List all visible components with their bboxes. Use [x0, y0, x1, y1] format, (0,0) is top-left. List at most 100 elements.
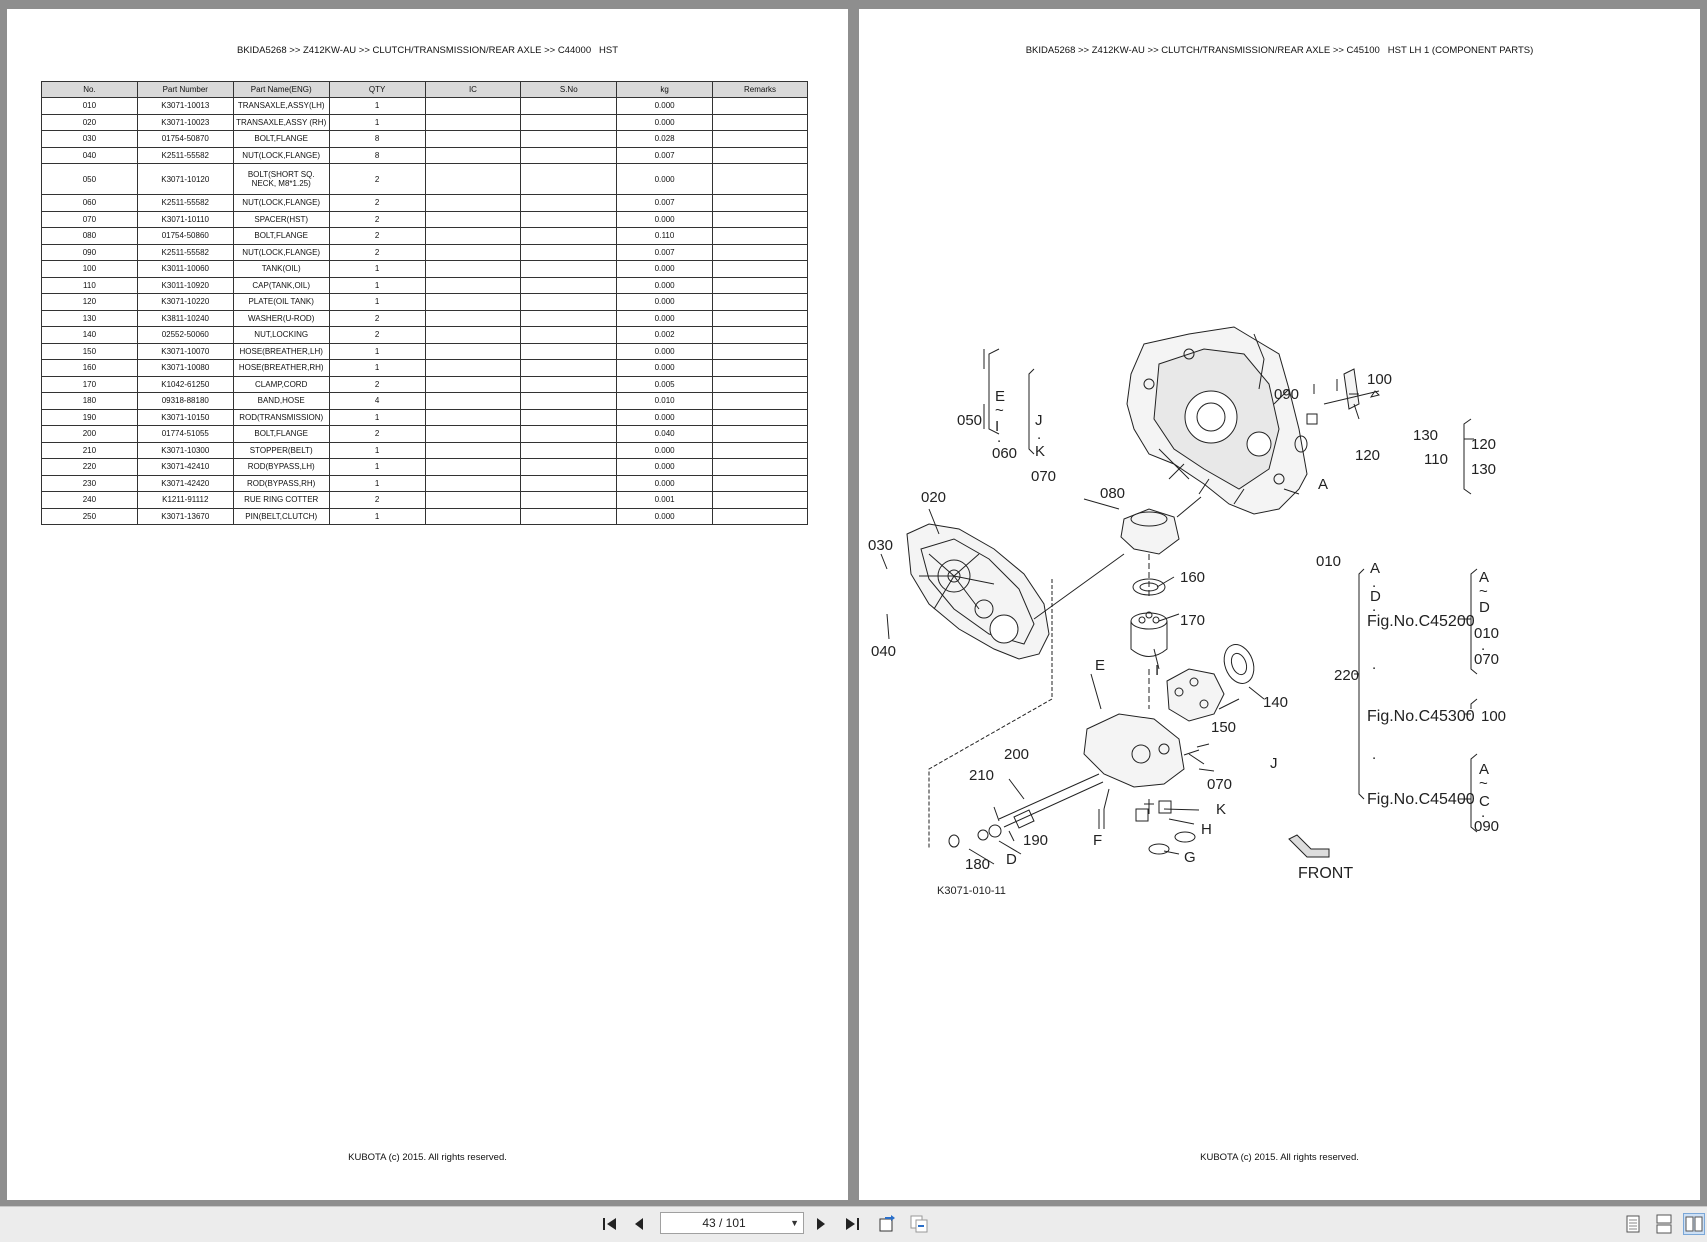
- remarks-cell: [712, 293, 808, 311]
- qty-cell: 1: [328, 113, 426, 131]
- two-page-icon[interactable]: [1683, 1213, 1705, 1235]
- kg-cell: 0.007: [616, 146, 714, 164]
- qty-cell: 1: [328, 408, 426, 426]
- fit-icon[interactable]: [908, 1213, 930, 1235]
- remarks-cell: [712, 163, 808, 195]
- page-footer: KUBOTA (c) 2015. All rights reserved.: [1200, 1152, 1359, 1163]
- remarks-cell: [712, 392, 808, 410]
- group-label: .: [1481, 804, 1485, 821]
- qty-cell: 2: [328, 491, 426, 509]
- ic-cell: [424, 441, 522, 459]
- item-no-cell: 250: [41, 507, 138, 525]
- ic-cell: [424, 260, 522, 278]
- callout-220: 220: [1334, 667, 1359, 684]
- callout-a: A: [1318, 476, 1328, 493]
- callout-090: 090: [1274, 386, 1299, 403]
- prev-page-icon[interactable]: [630, 1213, 648, 1235]
- part-name-cell: NUT(LOCK,FLANGE): [232, 194, 330, 212]
- rotate-icon[interactable]: [876, 1213, 898, 1235]
- single-page-icon[interactable]: [1625, 1213, 1641, 1235]
- sno-cell: [520, 491, 618, 509]
- qty-cell: 1: [328, 474, 426, 492]
- page-number-field[interactable]: 43 / 101 ▼: [660, 1212, 804, 1234]
- qty-cell: 2: [328, 194, 426, 212]
- callout-020: 020: [921, 489, 946, 506]
- part-name-cell: ROD(TRANSMISSION): [232, 408, 330, 426]
- column-header: S.No: [520, 81, 618, 98]
- kg-cell: 0.000: [616, 507, 714, 525]
- chevron-down-icon[interactable]: ▼: [790, 1218, 799, 1228]
- callout-j: J: [1270, 755, 1278, 772]
- group-label: .: [997, 429, 1001, 446]
- part-name-cell: HOSE(BREATHER,LH): [232, 342, 330, 360]
- ic-cell: [424, 130, 522, 148]
- ic-cell: [424, 113, 522, 131]
- sno-cell: [520, 210, 618, 228]
- remarks-cell: [712, 359, 808, 377]
- part-number-cell: 02552-50060: [136, 326, 234, 344]
- part-name-cell: STOPPER(BELT): [232, 441, 330, 459]
- column-header: Part Name(ENG): [232, 81, 330, 98]
- item-no-cell: 230: [41, 474, 138, 492]
- callout-h: H: [1201, 821, 1212, 838]
- column-header: Remarks: [712, 81, 808, 98]
- kg-cell: 0.000: [616, 342, 714, 360]
- callout-210: 210: [969, 767, 994, 784]
- item-no-cell: 090: [41, 243, 138, 261]
- group-label: 100: [1481, 708, 1506, 725]
- item-no-cell: 160: [41, 359, 138, 377]
- part-name-cell: PLATE(OIL TANK): [232, 293, 330, 311]
- group-label: I: [995, 418, 999, 435]
- remarks-cell: [712, 243, 808, 261]
- qty-cell: 1: [328, 97, 426, 115]
- ic-cell: [424, 342, 522, 360]
- front-label: FRONT: [1298, 865, 1353, 882]
- qty-cell: 2: [328, 425, 426, 443]
- callout-100: 100: [1367, 371, 1392, 388]
- remarks-cell: [712, 130, 808, 148]
- navigation-toolbar: 43 / 101 ▼: [0, 1206, 1707, 1242]
- ic-cell: [424, 425, 522, 443]
- part-number-cell: K3071-42420: [136, 474, 234, 492]
- first-page-icon[interactable]: [600, 1213, 620, 1235]
- group-label: ~: [995, 402, 1004, 419]
- qty-cell: 1: [328, 293, 426, 311]
- sno-cell: [520, 130, 618, 148]
- group-label: E: [995, 388, 1005, 405]
- continuous-icon[interactable]: [1655, 1213, 1673, 1235]
- sno-cell: [520, 163, 618, 195]
- column-header: kg: [616, 81, 714, 98]
- item-no-cell: 120: [41, 293, 138, 311]
- group-label: J: [1035, 412, 1043, 429]
- item-no-cell: 180: [41, 392, 138, 410]
- part-number-cell: 09318-88180: [136, 392, 234, 410]
- kg-cell: 0.000: [616, 276, 714, 294]
- qty-cell: 2: [328, 309, 426, 327]
- remarks-cell: [712, 309, 808, 327]
- column-header: QTY: [328, 81, 426, 98]
- sno-cell: [520, 293, 618, 311]
- remarks-cell: [712, 113, 808, 131]
- next-page-icon[interactable]: [812, 1213, 830, 1235]
- qty-cell: 2: [328, 375, 426, 393]
- sno-cell: [520, 458, 618, 476]
- remarks-cell: [712, 375, 808, 393]
- kg-cell: 0.000: [616, 97, 714, 115]
- kg-cell: 0.000: [616, 309, 714, 327]
- item-no-cell: 020: [41, 113, 138, 131]
- kg-cell: 0.002: [616, 326, 714, 344]
- part-number-cell: K3011-10920: [136, 276, 234, 294]
- sno-cell: [520, 260, 618, 278]
- group-label: .: [1372, 598, 1376, 615]
- qty-cell: 2: [328, 210, 426, 228]
- last-page-icon[interactable]: [842, 1213, 862, 1235]
- part-name-cell: BOLT,FLANGE: [232, 425, 330, 443]
- item-no-cell: 030: [41, 130, 138, 148]
- qty-cell: 2: [328, 163, 426, 195]
- part-number-cell: K3071-10013: [136, 97, 234, 115]
- kg-cell: 0.000: [616, 113, 714, 131]
